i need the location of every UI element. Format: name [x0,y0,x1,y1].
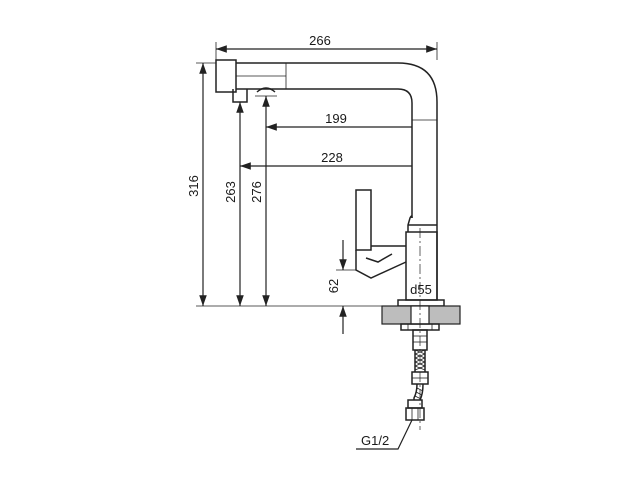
spout-arm [236,62,438,218]
spout-head [215,59,237,93]
dim-263: 263 [223,181,238,203]
dim-d55: d55 [410,282,432,297]
extension-lines [196,42,438,307]
dim-62: 62 [326,279,341,293]
dimension-lines [199,45,437,450]
spout-arm-inner [236,88,413,218]
dim-316: 316 [186,175,201,197]
dim-266: 266 [309,33,331,48]
dim-228: 228 [321,150,343,165]
base-ring [397,299,445,307]
aerator [232,89,248,103]
lever-handle [355,189,372,251]
dim-199: 199 [325,111,347,126]
dim-g12: G1/2 [361,433,389,448]
flexible-hose [405,349,429,421]
faucet-outline [215,59,461,430]
dim-276: 276 [249,181,264,203]
